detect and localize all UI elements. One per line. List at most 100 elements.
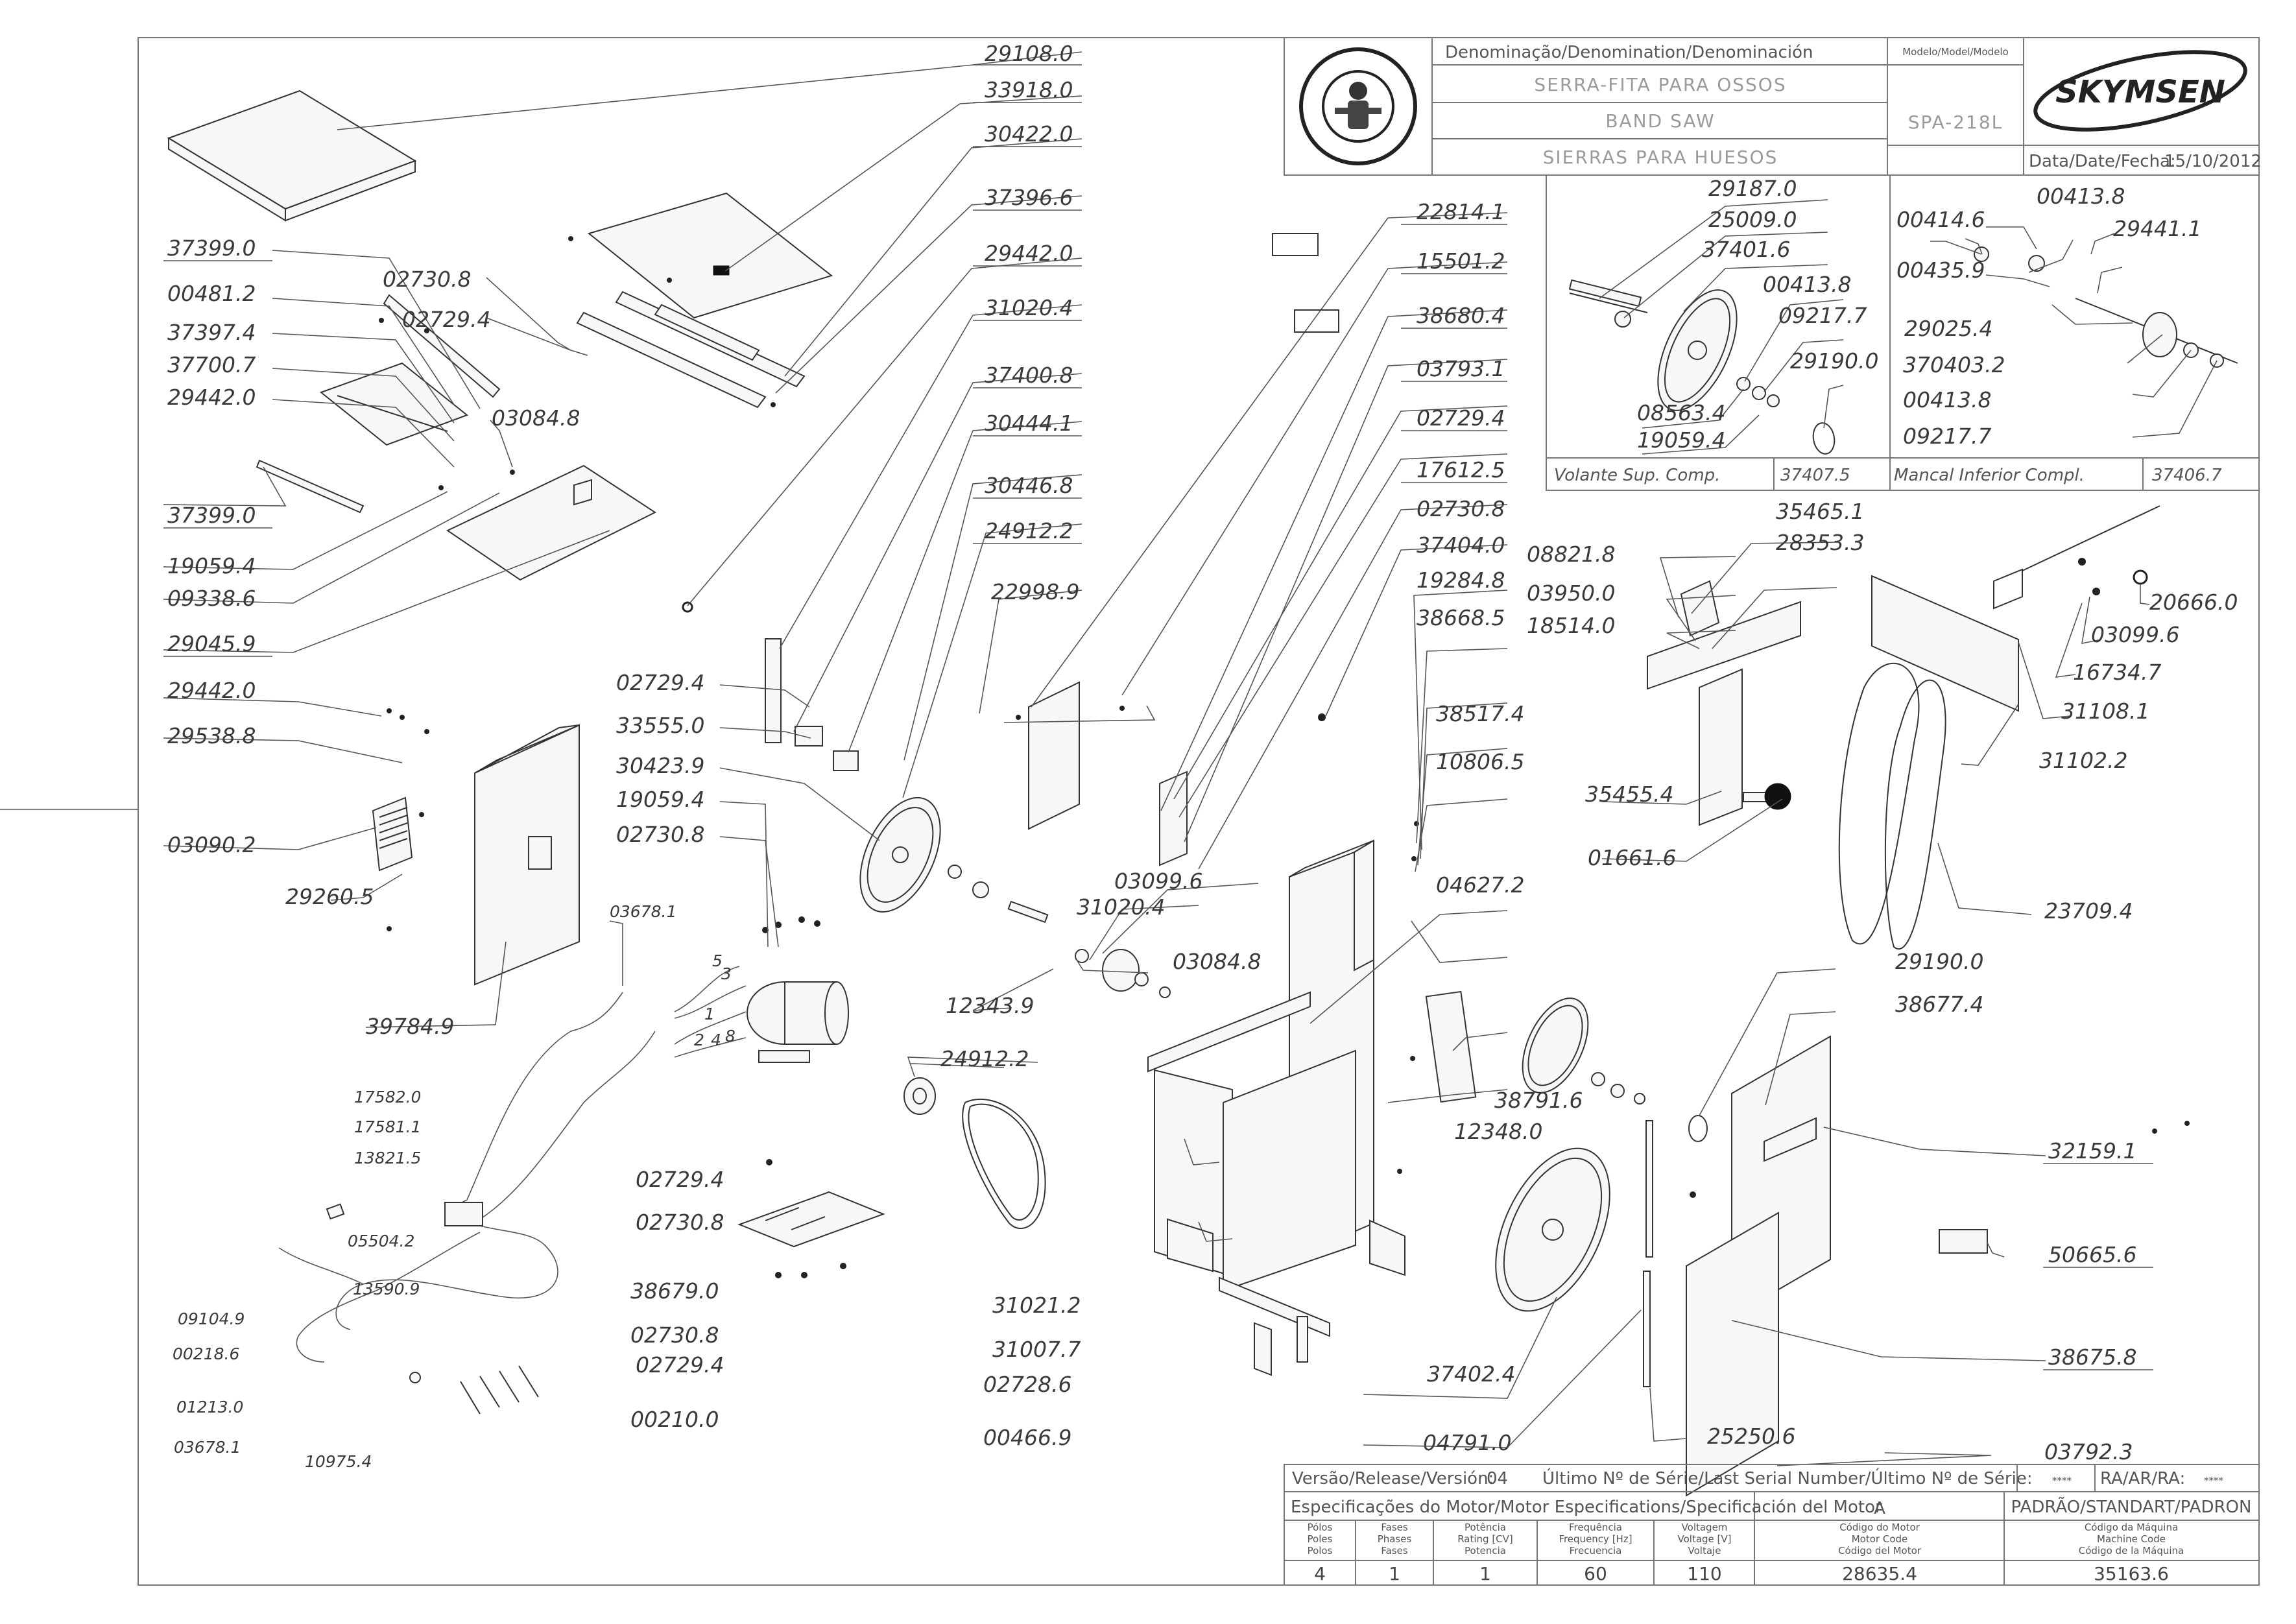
part-35455-label: 35455.4 <box>1585 782 1673 807</box>
part-04791-label: 04791.0 <box>1423 1430 1511 1455</box>
part-37700-label: 37700.7 <box>167 352 256 377</box>
part-30423-label: 30423.9 <box>616 753 704 778</box>
col-phases: Fases Phases Fases 1 <box>1378 1522 1412 1584</box>
serial-value: **** <box>2052 1475 2072 1487</box>
base-plate <box>446 464 657 581</box>
part-03950-label: 03950.0 <box>1527 580 1615 606</box>
svg-text:Pólos: Pólos <box>1308 1522 1333 1533</box>
part-29442-label-c: 29442.0 <box>167 678 256 703</box>
denomination-header: Denominação/Denomination/Denominación <box>1445 43 1813 62</box>
svg-text:Voltagem: Voltagem <box>1682 1522 1728 1533</box>
title-block: Denominação/Denomination/Denominación SE… <box>1284 37 2262 176</box>
part-02729-label-b: 02729.4 <box>1417 405 1505 431</box>
part-37404-label: 37404.0 <box>1417 532 1505 558</box>
col-rating: Potência Rating [CV] Potencia 1 <box>1457 1522 1513 1584</box>
blade-guide <box>765 638 859 771</box>
col-voltage: Voltagem Voltage [V] Voltaje 110 <box>1678 1522 1732 1584</box>
part-37396-label: 37396.6 <box>985 185 1073 210</box>
lower-bearing-b <box>2028 255 2045 272</box>
part-01213-label: 01213.0 <box>176 1398 243 1416</box>
part-13821-label: 13821.5 <box>354 1149 421 1167</box>
column-plate <box>1028 681 1477 1103</box>
version-label: Versão/Release/Versión: <box>1292 1469 1494 1488</box>
label-tag-a <box>1272 233 1319 256</box>
rating-value: 1 <box>1479 1563 1491 1584</box>
col-frequency: Frequência Frequency [Hz] Frecuencia 60 <box>1559 1522 1632 1584</box>
part-02729-label-c: 02729.4 <box>616 670 704 695</box>
phases-value: 1 <box>1389 1563 1400 1584</box>
part-35465-label: 35465.1 <box>1776 499 1864 524</box>
wire-number-3: 3 <box>721 964 732 983</box>
svg-text:Polos: Polos <box>1308 1545 1333 1557</box>
part-370403-label: 370403.2 <box>1903 352 2005 377</box>
part-29187-label: 29187.0 <box>1708 176 1797 201</box>
motor-letter: A <box>1874 1499 1885 1518</box>
part-09217-label-b: 09217.7 <box>1903 424 1991 449</box>
voltage-value: 110 <box>1687 1563 1721 1584</box>
brand-name: SKYMSEN <box>2055 74 2225 110</box>
part-37402-label: 37402.4 <box>1427 1361 1515 1387</box>
motor-code-value: 28635.4 <box>1842 1563 1917 1584</box>
part-00481-label: 00481.2 <box>167 281 256 306</box>
inset-upper-title: Volante Sup. Comp. <box>1554 466 1720 485</box>
part-05504-label: 05504.2 <box>348 1232 414 1250</box>
part-22998-label: 22998.9 <box>991 579 1079 604</box>
model-header: Modelo/Model/Modelo <box>1902 46 2009 58</box>
part-01661-label: 01661.6 <box>1588 845 1676 870</box>
upper-bearing-a <box>1614 311 1631 328</box>
wire-number-8: 8 <box>725 1027 735 1045</box>
svg-text:Frequência: Frequência <box>1569 1522 1622 1533</box>
part-13590-label: 13590.9 <box>353 1280 420 1298</box>
part-30422-label: 30422.0 <box>985 121 1073 147</box>
part-25250-label: 25250.6 <box>1707 1424 1795 1449</box>
upper-oring <box>1812 422 1836 455</box>
part-02729-label-e: 02729.4 <box>636 1352 724 1378</box>
part-33918-label: 33918.0 <box>985 77 1073 102</box>
svg-text:Potencia: Potencia <box>1465 1545 1506 1557</box>
part-39784-label: 39784.9 <box>366 1014 454 1039</box>
part-16734-label: 16734.7 <box>2073 660 2161 685</box>
wire-number-5: 5 <box>712 951 723 970</box>
part-02729-label-a: 02729.4 <box>402 307 490 332</box>
wire-number-4: 4 <box>711 1031 721 1049</box>
part-15501-label: 15501.2 <box>1417 248 1505 274</box>
ra-value: **** <box>2204 1475 2224 1487</box>
part-29190-label-a: 29190.0 <box>1790 348 1878 374</box>
motor-spec-label: Especificações do Motor/Motor Especifica… <box>1291 1498 1882 1517</box>
upper-bearing-c <box>1752 386 1766 400</box>
part-17581-label: 17581.1 <box>354 1117 421 1136</box>
motor-pulley-wheel <box>859 797 1049 924</box>
rods <box>1643 1120 1653 1387</box>
part-29045-label: 29045.9 <box>167 631 256 656</box>
lower-hub <box>2142 312 2177 357</box>
machine-name-pt: SERRA-FITA PARA OSSOS <box>1534 74 1786 95</box>
svg-text:Motor Code: Motor Code <box>1852 1533 1908 1545</box>
svg-text:Código del Motor: Código del Motor <box>1838 1545 1922 1557</box>
part-18514-label: 18514.0 <box>1527 613 1615 638</box>
serial-label: Último Nº de Série/Last Serial Number/Úl… <box>1542 1468 2033 1488</box>
drive-pulley <box>1075 949 1171 998</box>
part-17612-label: 17612.5 <box>1417 457 1505 483</box>
part-33555-label: 33555.0 <box>616 713 704 738</box>
part-00413-label-b: 00413.8 <box>2037 184 2125 209</box>
svg-text:Machine Code: Machine Code <box>2097 1533 2166 1545</box>
part-00413-label-a: 00413.8 <box>1763 272 1851 297</box>
part-31102-label: 31102.2 <box>2039 748 2127 773</box>
svg-text:Poles: Poles <box>1308 1533 1333 1545</box>
wiring-harness <box>278 966 747 1383</box>
frequency-value: 60 <box>1584 1563 1607 1584</box>
v-belt <box>962 1099 1046 1230</box>
part-19059-label-a: 19059.4 <box>167 553 256 579</box>
part-22814-label: 22814.1 <box>1417 199 1505 224</box>
inset-lower-title: Mancal Inferior Compl. <box>1894 466 2085 485</box>
machine-code-value: 35163.6 <box>2094 1563 2169 1584</box>
part-03090-label: 03090.2 <box>167 832 256 857</box>
part-29025-label: 29025.4 <box>1904 316 1992 341</box>
part-10975-label: 10975.4 <box>305 1452 372 1471</box>
model-number: SPA-218L <box>1908 112 2003 133</box>
svg-text:Potência: Potência <box>1465 1522 1506 1533</box>
part-38517-label: 38517.4 <box>1436 701 1524 726</box>
upper-ring <box>1767 394 1780 407</box>
date-label: Data/Date/Fecha: <box>2029 152 2176 171</box>
part-02728-label: 02728.6 <box>983 1372 1071 1397</box>
